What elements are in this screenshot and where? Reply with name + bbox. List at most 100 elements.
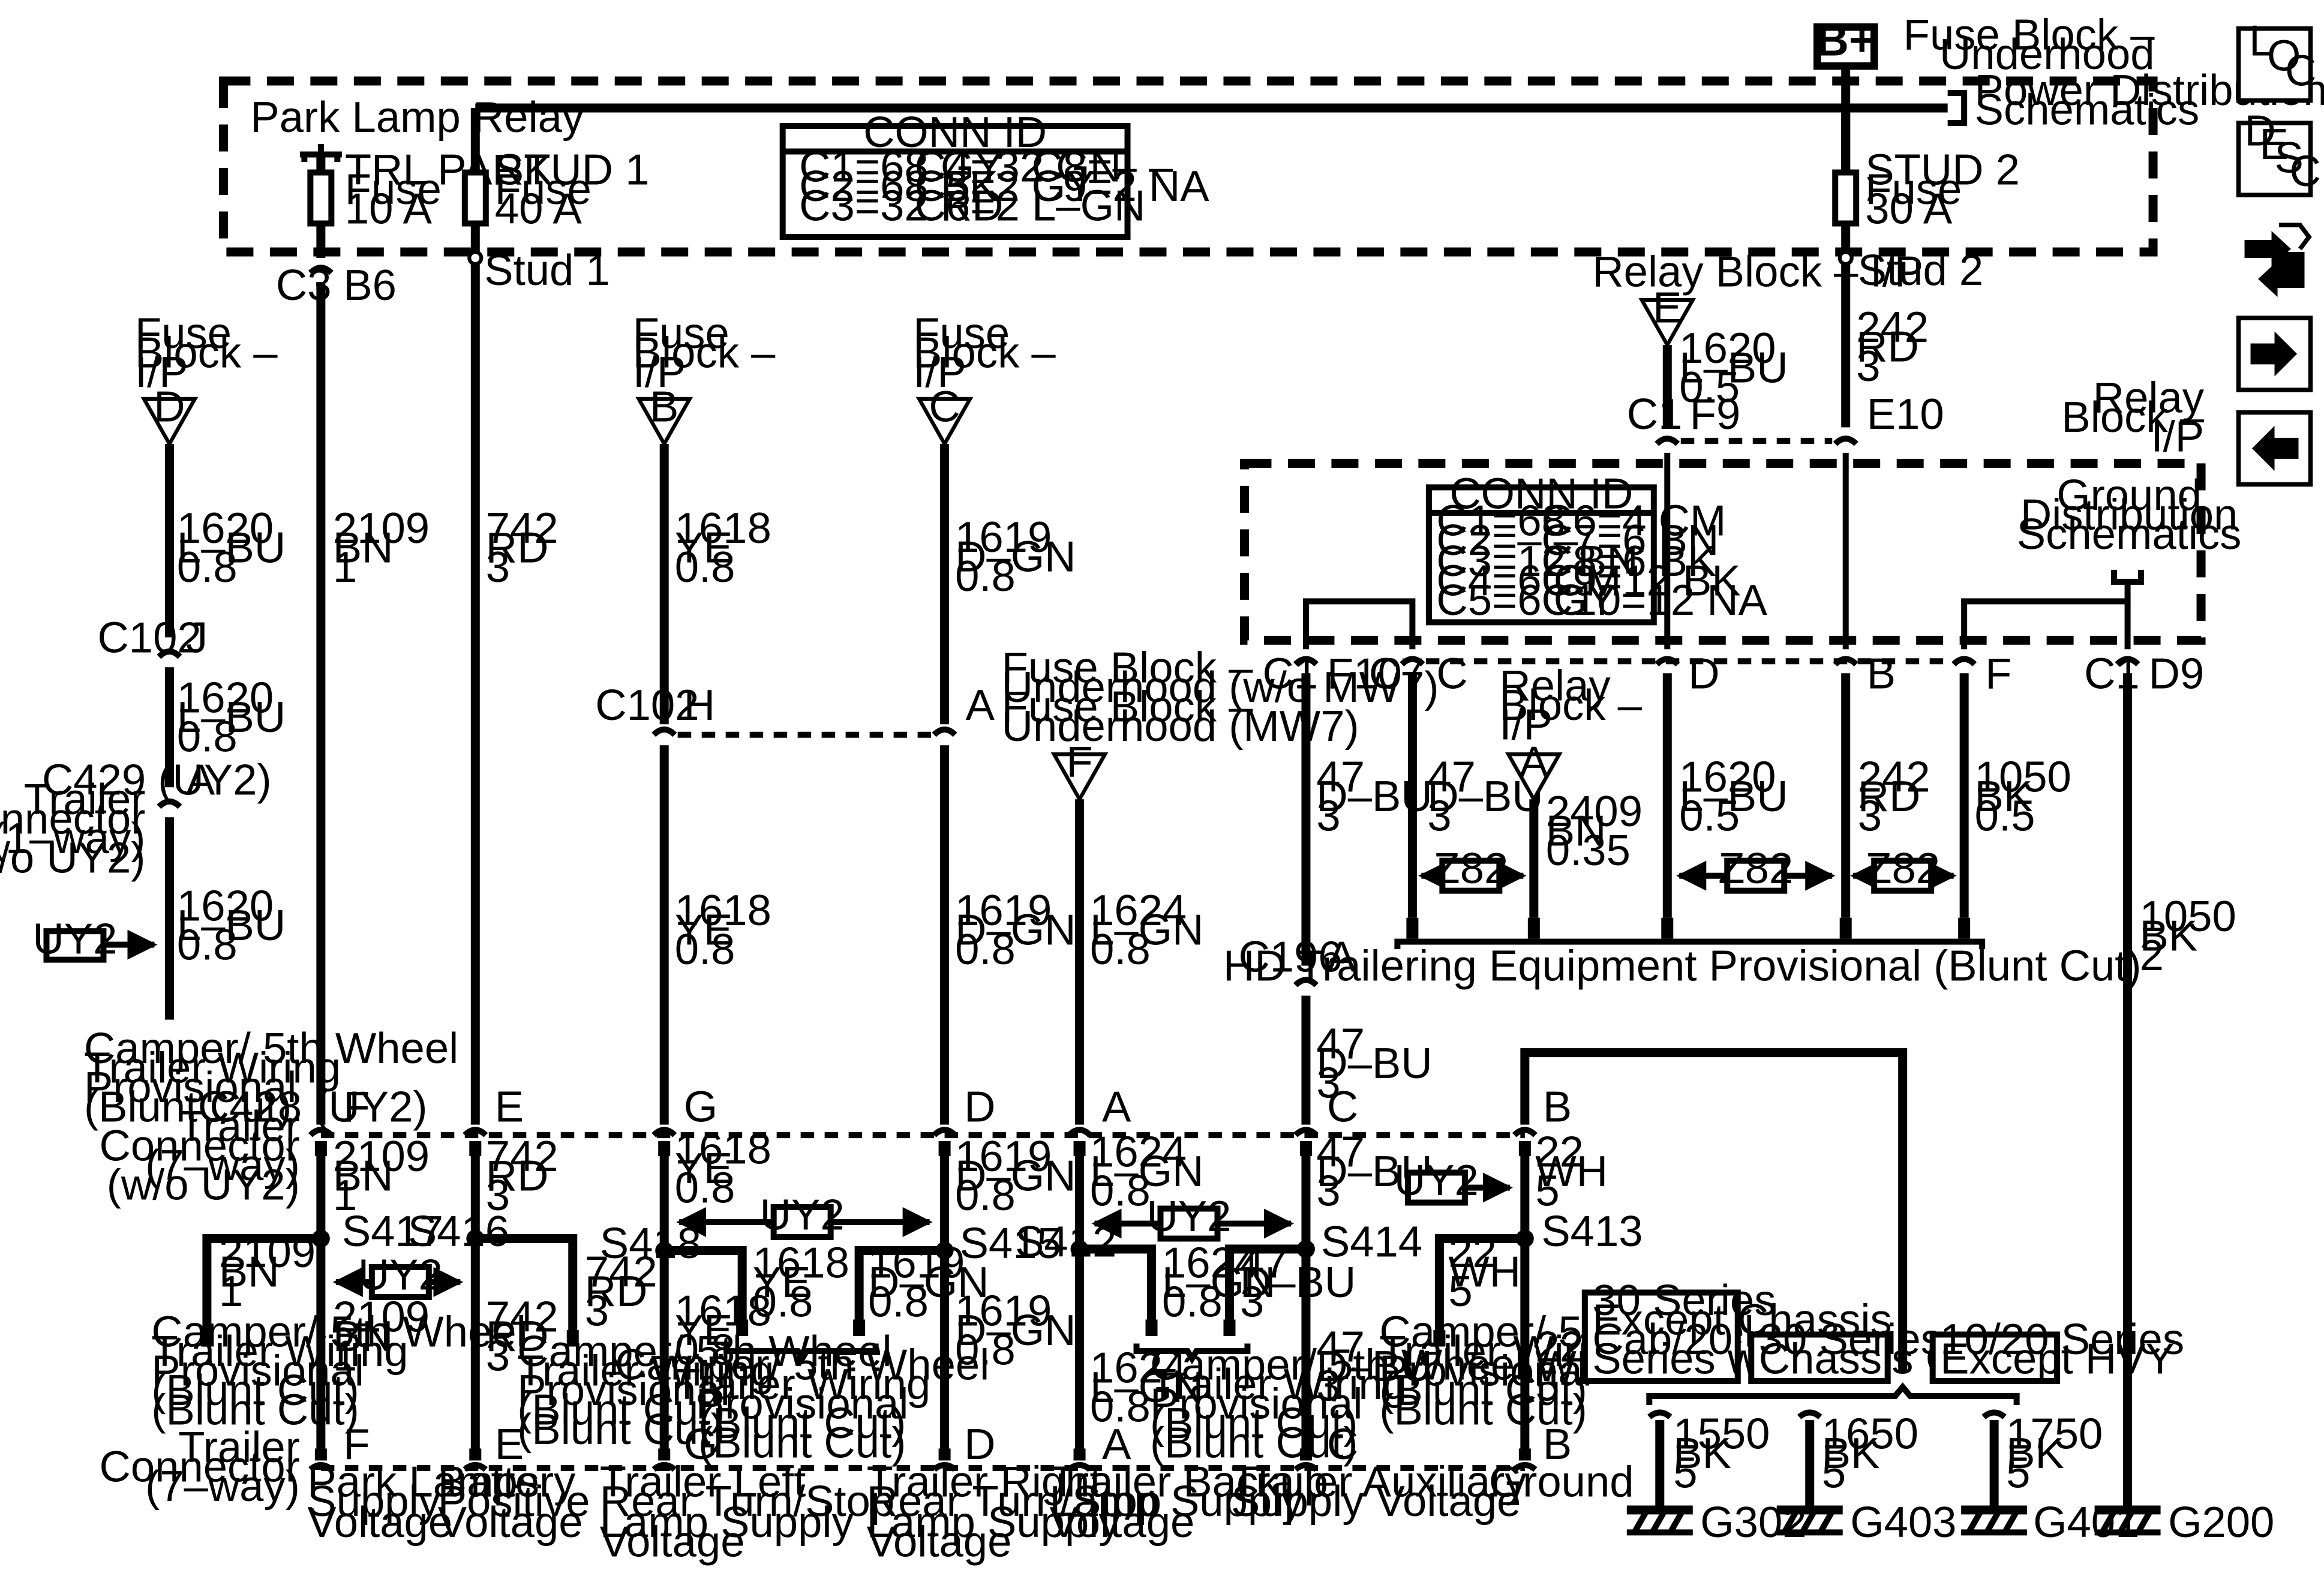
connector-pin-label: F10 bbox=[1327, 649, 1402, 698]
park-lamp-relay-label: Park Lamp Relay bbox=[250, 93, 584, 142]
loc-icon: C bbox=[2285, 47, 2316, 95]
camper-provisional-label: (Blunt Cut) bbox=[84, 1083, 292, 1131]
wire-label: YE bbox=[675, 523, 733, 572]
wire-label: 22 bbox=[1535, 1323, 1584, 1371]
wire-label: 3 bbox=[585, 1287, 609, 1335]
wire-label: 0.8 bbox=[675, 1164, 735, 1212]
wire-label: 1618 bbox=[675, 1125, 771, 1173]
power-distribution-link[interactable]: Schematics bbox=[1975, 86, 2200, 134]
wire-label: D–GN bbox=[955, 1306, 1076, 1355]
splice-s417: S417 bbox=[200, 1207, 443, 1347]
wire-label: 1 bbox=[333, 543, 357, 592]
connector-pin-label: B bbox=[1543, 1420, 1572, 1469]
desc-icon: S bbox=[2275, 134, 2304, 182]
svg-text:Underhood (w/o MW7): Underhood (w/o MW7) bbox=[1002, 663, 1439, 712]
ground-distribution-link[interactable]: Ground bbox=[2056, 471, 2202, 520]
camper-provisional-label: (Blunt Cut) bbox=[1150, 1399, 1358, 1448]
camper-provisional-label: Provisional bbox=[1379, 1346, 1592, 1395]
stud2-fuse bbox=[1832, 169, 1860, 227]
uy2-option-tag[interactable]: UY2 bbox=[1091, 1192, 1294, 1242]
splice-s416: S416 bbox=[408, 1207, 579, 1347]
uy2-option-tag[interactable]: UY2 bbox=[1394, 1156, 1479, 1206]
wire-label: 0.8 bbox=[1090, 1167, 1151, 1215]
conn-id-entry: C9=2 NA bbox=[1032, 162, 1210, 211]
conn-id-entry: C5=6 GY bbox=[1436, 576, 1616, 625]
wire-label: 5 bbox=[1673, 1448, 1697, 1497]
location-button[interactable]: L O C bbox=[2236, 17, 2317, 103]
description-button[interactable]: D E S C bbox=[2236, 107, 2321, 197]
wire-label: BN bbox=[333, 523, 394, 572]
circuit-function-label: Voltage bbox=[307, 1498, 452, 1547]
circuit-function-label: Lamp Supply bbox=[600, 1498, 854, 1547]
connector-label: (7–way) bbox=[145, 1141, 300, 1190]
wire-label: 3 bbox=[1240, 1278, 1264, 1326]
wire-label: 0.8 bbox=[177, 921, 238, 969]
connector-label: (7–way) bbox=[145, 1462, 300, 1511]
camper-provisional-label: Trailer Wiring bbox=[1150, 1360, 1407, 1409]
connector-pin-label: H bbox=[684, 681, 715, 730]
trl-park-fuse-label: 10 A bbox=[345, 184, 433, 233]
ground-label: G403 bbox=[1850, 1498, 1956, 1547]
conn-id-entry: C4=6 CM bbox=[1436, 556, 1621, 605]
camper-provisional-label: (Blunt Cut) bbox=[151, 1385, 359, 1434]
conn-id-entry: C7=6 BN bbox=[1541, 516, 1719, 565]
wire-label: WH bbox=[1448, 1248, 1521, 1296]
z82-option-tag[interactable]: Z82 bbox=[1850, 844, 1957, 894]
svg-text:A: A bbox=[1520, 738, 1549, 786]
wire-label: 742 bbox=[585, 1248, 657, 1296]
camper-provisional-label: (Blunt Cut) bbox=[1150, 1418, 1358, 1467]
z82-option-tag[interactable]: Z82 bbox=[1676, 844, 1836, 894]
connector-label: C428 (UY2) bbox=[198, 1083, 428, 1131]
connector-label: (w/o UY2) bbox=[0, 834, 145, 882]
connector-pin-label: A bbox=[1327, 933, 1356, 981]
wire-label: 742 bbox=[486, 1293, 559, 1341]
connector-pin-label: B bbox=[1867, 649, 1896, 698]
wire-label: 47 bbox=[1316, 1323, 1365, 1371]
wire-label: 1 bbox=[333, 1331, 357, 1380]
trailer-connector-7way-pins bbox=[308, 1448, 1538, 1472]
wire-label: 0.8 bbox=[868, 1278, 929, 1326]
z82-option-tag[interactable]: Z82 bbox=[1418, 844, 1527, 894]
conn-id-entry: C5=2 GY bbox=[915, 162, 1095, 211]
connector-pin-label: C bbox=[1327, 1083, 1358, 1131]
svg-text:10/20 Series: 10/20 Series bbox=[1940, 1315, 2184, 1364]
circuit-function-label: Supply Voltage bbox=[1231, 1477, 1521, 1526]
wire-label: L–BU bbox=[177, 901, 286, 950]
connector-pin-label: F9 bbox=[1690, 390, 1741, 439]
wire-label: 2109 bbox=[219, 1228, 316, 1277]
camper-provisional-label: (Blunt Cut) bbox=[1379, 1385, 1587, 1434]
wire-label: 47 bbox=[1316, 1020, 1365, 1068]
wire-label: 1620 bbox=[1679, 753, 1776, 801]
uy2-option-tag[interactable]: UY2 bbox=[32, 915, 117, 963]
ground-distribution-link[interactable]: Distribution bbox=[2020, 490, 2238, 539]
camper-provisional-label: Trailer Wiring bbox=[151, 1327, 408, 1376]
svg-text:Fuse: Fuse bbox=[135, 309, 232, 358]
wire-label: 1750 bbox=[2006, 1409, 2103, 1458]
camper-provisional-label: Camper/ 5th Wheel bbox=[615, 1340, 989, 1389]
previous-page-button[interactable] bbox=[2236, 410, 2313, 487]
svg-text:I/P: I/P bbox=[135, 348, 188, 397]
next-page-button[interactable] bbox=[2236, 316, 2313, 392]
connector-label: B6 bbox=[343, 261, 397, 310]
svg-text:30 Series: 30 Series bbox=[1592, 1276, 1776, 1325]
wire-label: 5 bbox=[2006, 1448, 2030, 1497]
wire-label: 1619 bbox=[955, 513, 1052, 562]
wire-label: 3 bbox=[1427, 792, 1451, 840]
wire-label: 3 bbox=[1316, 1059, 1340, 1107]
arrow-left-icon bbox=[2252, 425, 2299, 471]
wire-label: L–GN bbox=[1090, 1363, 1203, 1412]
svg-text:Z82: Z82 bbox=[1433, 844, 1508, 893]
wire-label: RD bbox=[486, 1312, 549, 1361]
fuse-block-underhood-f-source: Fuse Block – Underhood (w/o MW7) Fuse Bl… bbox=[1002, 643, 1439, 803]
uy2-option-tag[interactable]: UY2 bbox=[332, 1251, 464, 1301]
circuit-function-label: Ground bbox=[1489, 1457, 1634, 1506]
wire-label: YE bbox=[753, 1258, 811, 1307]
wire-label: 242 bbox=[1856, 303, 1929, 352]
ground-distribution-link[interactable]: Schematics bbox=[2017, 510, 2242, 559]
conn-id-table-fuse-block: CONN ID C1=68 GY C4=32 GN C8=– – C2=68 B… bbox=[779, 108, 1210, 240]
svg-text:F: F bbox=[1066, 738, 1092, 786]
uy2-option-tag[interactable]: UY2 bbox=[676, 1191, 933, 1241]
connector-view-button[interactable] bbox=[2244, 223, 2312, 297]
wire-label: BN bbox=[333, 1152, 394, 1200]
wire-label: 0.8 bbox=[955, 925, 1016, 974]
